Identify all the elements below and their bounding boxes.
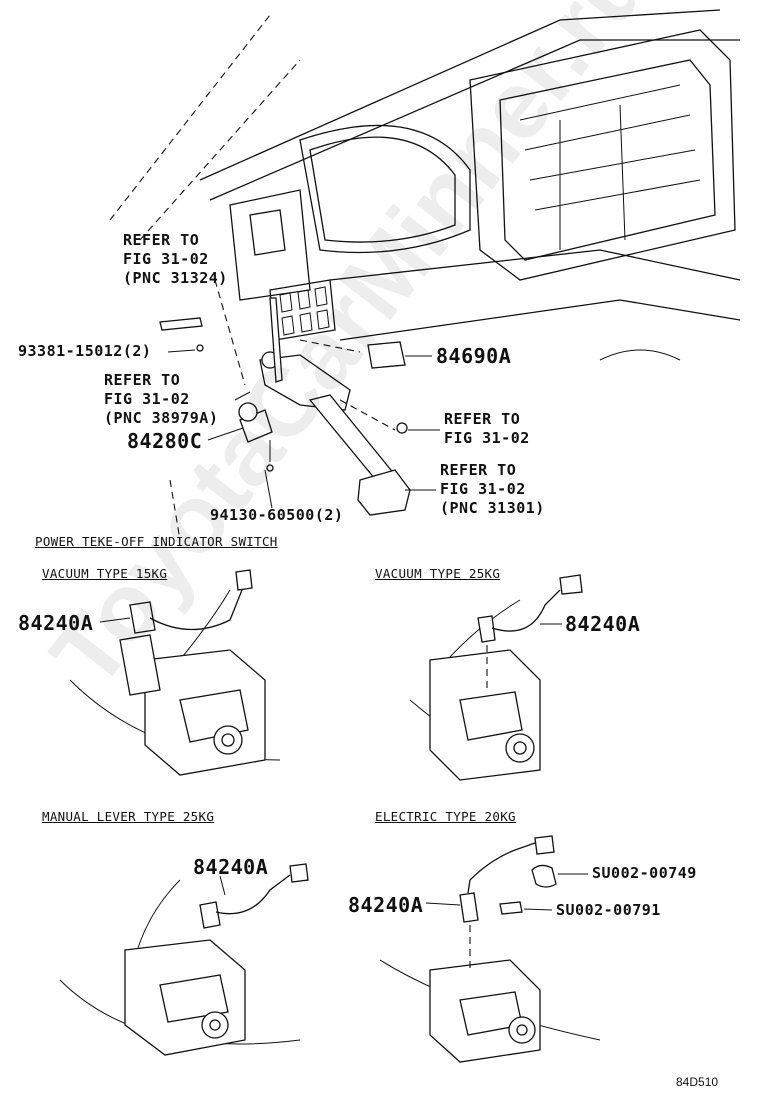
callout-refer-pedal-line1: REFER TO (440, 461, 517, 479)
callout-refer-stop-line2: FIG 31-02 (444, 429, 530, 447)
variant-part-electric-20kg: 84240A (348, 893, 424, 917)
figure-code: 84D510 (676, 1075, 719, 1089)
section-title: POWER TEKE-OFF INDICATOR SWITCH (35, 534, 278, 549)
variant-title-manual-25kg: MANUAL LEVER TYPE 25KG (42, 809, 215, 824)
callout-bolt: 93381-15012(2) (18, 342, 152, 360)
callout-switch-84280c: 84280C (127, 429, 203, 453)
electric-extra-part-2: SU002-00791 (556, 901, 661, 919)
vacuum-25kg-drawing (409, 574, 583, 781)
variant-title-electric-20kg: ELECTRIC TYPE 20KG (375, 809, 516, 824)
callout-switch-panel-84690a: 84690A (436, 344, 512, 368)
electric-20kg-drawing (379, 835, 601, 1063)
variant-part-manual-25kg: 84240A (193, 855, 269, 879)
dashboard-drawing (109, 9, 741, 541)
variant-title-vacuum-15kg: VACUUM TYPE 15KG (42, 566, 168, 581)
callout-screw: 94130-60500(2) (210, 506, 344, 524)
callout-refer-stop-line1: REFER TO (444, 410, 521, 428)
vacuum-15kg-drawing (69, 569, 281, 776)
callout-refer-steering-line2: FIG 31-02 (123, 250, 209, 268)
manual-lever-25kg-drawing (59, 863, 309, 1056)
variant-part-vacuum-25kg: 84240A (565, 612, 641, 636)
variant-part-vacuum-15kg: 84240A (18, 611, 94, 635)
callout-refer-column-line1: REFER TO (104, 371, 181, 389)
top-leaders (167, 349, 440, 509)
brake-pedal-drawing (159, 279, 411, 516)
callout-refer-pedal-line2: FIG 31-02 (440, 480, 526, 498)
electric-extra-part-1: SU002-00749 (592, 864, 697, 882)
callout-refer-column-line3: (PNC 38979A) (104, 409, 219, 427)
callout-refer-pedal-line3: (PNC 31301) (440, 499, 545, 517)
variant-title-vacuum-25kg: VACUUM TYPE 25KG (375, 566, 501, 581)
callout-refer-steering-line1: REFER TO (123, 231, 200, 249)
callout-refer-column-line2: FIG 31-02 (104, 390, 190, 408)
callout-refer-steering-line3: (PNC 31324) (123, 269, 228, 287)
